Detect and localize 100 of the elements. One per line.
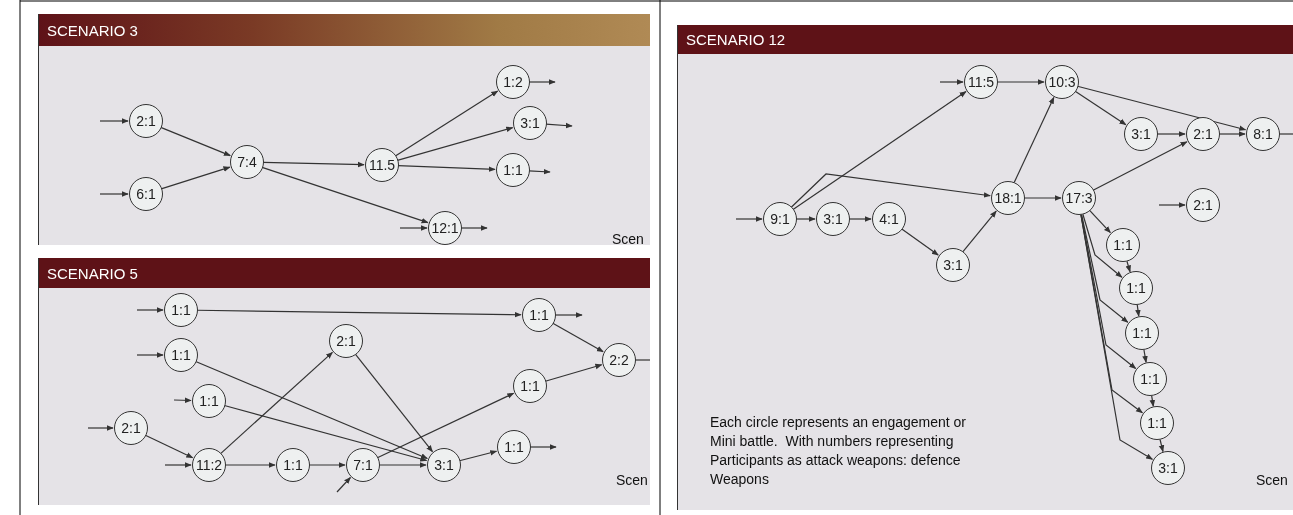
arrow [544,363,603,382]
scenario-panel [38,258,650,505]
arrow [87,425,114,431]
engagement-circle: 7:1 [346,448,380,482]
arrow [160,126,231,157]
arrow [1076,85,1247,131]
arrow [996,79,1045,85]
arrow [848,216,872,222]
arrow [195,360,428,460]
arrow [376,392,515,459]
arrow [1081,214,1129,323]
engagement-circle: 6:1 [129,177,163,211]
arrow [458,450,498,462]
engagement-circle: 12:1 [428,211,462,245]
arrow [1149,395,1156,407]
arrow [173,397,192,404]
arrow [262,161,365,168]
arrow [545,122,573,129]
arrow [220,351,333,455]
engagement-circle: 11.5 [365,148,399,182]
cut-off-text: Scen [612,231,644,247]
arrow [735,216,763,222]
arrow [1092,141,1188,191]
engagement-circle: 8:1 [1246,117,1280,151]
arrow [99,191,129,197]
engagement-circle: 2:1 [1186,188,1220,222]
arrow [397,165,496,172]
arrow [394,90,499,157]
arrow [528,168,551,175]
arrow [1080,214,1153,460]
arrow [1142,349,1148,363]
arrow [1125,260,1131,273]
arrow [1082,213,1123,278]
engagement-circle: 1:1 [276,448,310,482]
arrow [399,225,428,231]
arrow [795,216,816,222]
cut-off-text: Scen [1256,472,1288,488]
engagement-circle: 3:1 [816,202,850,236]
scenario-panel [38,14,650,245]
arrow [336,476,352,493]
arrow [962,210,997,253]
arrow [939,79,964,85]
arrow [1074,90,1127,126]
engagement-circle: 1:1 [1106,228,1140,262]
engagement-circle: 1:1 [164,293,198,327]
arrow [1135,304,1141,317]
engagement-circle: 11:2 [192,448,226,482]
arrow [1023,195,1062,201]
arrow [529,444,557,450]
connector-line [634,359,651,361]
panel-heading: SCENARIO 12 [686,31,786,48]
engagement-circle: 1:1 [522,298,556,332]
engagement-circle: 2:1 [329,324,363,358]
engagement-circle: 3:1 [936,248,970,282]
panel-heading: SCENARIO 5 [47,264,138,282]
scenario-panel [677,25,1293,510]
engagement-circle: 1:1 [192,384,226,418]
engagement-circle: 1:1 [497,430,531,464]
arrow [136,307,164,313]
engagement-circle: 1:1 [1125,316,1159,350]
arrow [1218,131,1246,137]
arrow [460,225,488,231]
arrow [196,309,522,318]
cut-off-text: Scen [616,472,648,488]
engagement-circle: 7:4 [230,145,264,179]
arrow [261,166,429,224]
arrow [396,126,514,161]
engagement-circle: 3:1 [1124,117,1158,151]
arrow [164,462,192,468]
engagement-circle: 10:3 [1045,65,1079,99]
engagement-circle: 3:1 [1151,451,1185,485]
arrow [308,462,346,468]
arrow [1089,209,1111,234]
engagement-circle: 3:1 [513,106,547,140]
arrow [354,353,434,453]
note-text: Each circle represents an engagement or Mini battle. With numbers representing Participants as attack weapons: defence Weapons [710,413,968,489]
arrow [136,352,164,358]
arrow [378,462,427,468]
engagement-circle: 1:2 [496,65,530,99]
arrow [223,404,428,462]
engagement-circle: 1:1 [496,153,530,187]
engagement-circle: 3:1 [427,448,461,482]
engagement-circle: 1:1 [1133,362,1167,396]
arrow [224,462,276,468]
arrow [790,173,991,208]
arrow [160,166,231,190]
arrow [554,312,583,318]
engagement-circle: 11:5 [964,65,998,99]
engagement-circle: 17:3 [1062,181,1096,215]
arrow [1158,438,1165,453]
engagement-circle: 1:1 [1119,271,1153,305]
arrow [99,118,129,124]
arrow [792,91,967,211]
arrow [1013,96,1055,184]
engagement-circle: 9:1 [763,202,797,236]
arrow [144,434,194,459]
engagement-circle: 1:1 [164,338,198,372]
engagement-circle: 18:1 [991,181,1025,215]
panel-heading: SCENARIO 3 [47,21,138,39]
engagement-circle: 1:1 [513,369,547,403]
